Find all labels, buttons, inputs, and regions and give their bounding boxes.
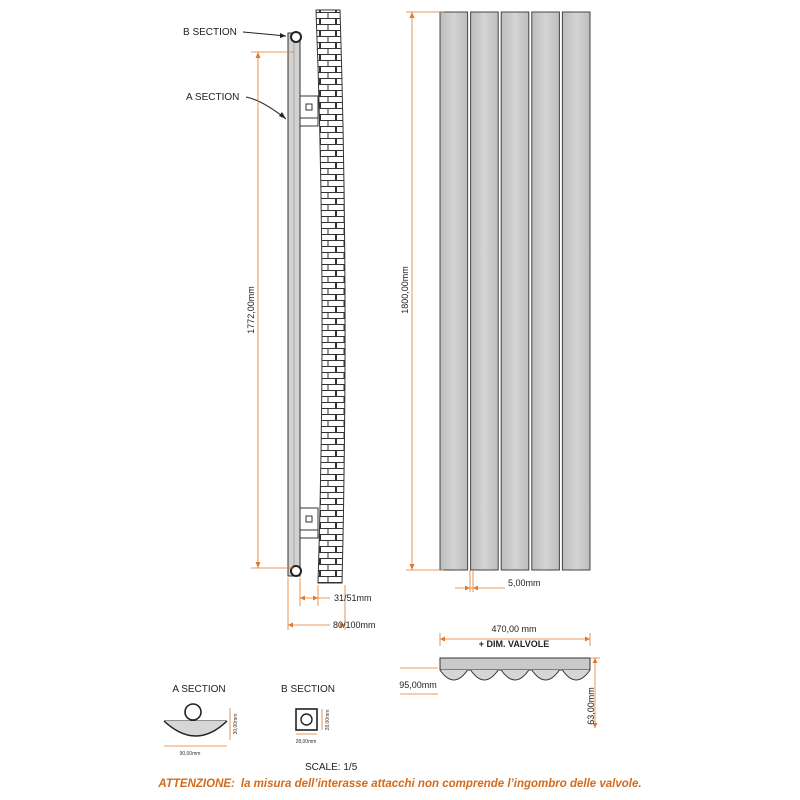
a-section-detail-label: A SECTION (172, 684, 225, 695)
b-section-height-label: 28,00mm (325, 710, 331, 731)
bottom-bracket (299, 507, 319, 539)
offset-large-label: 80/100mm (333, 620, 376, 630)
width-note-label: + DIM. VALVOLE (479, 639, 549, 649)
bottom-connector (290, 565, 302, 577)
plan-column-profile-2 (470, 669, 499, 681)
width-label: 470,00 mm (491, 624, 536, 634)
total-height-label: 1800,00mm (400, 266, 410, 314)
side-view: B SECTION A SECTION 1772,00mm 31/51mm 80… (183, 9, 376, 630)
radiator-column-2 (470, 11, 499, 571)
top-bracket (299, 95, 319, 127)
radiator-column-4 (531, 11, 560, 571)
depth-dimensions: 31/51mm 80/100mm (287, 578, 376, 630)
total-height-dimension: 1800,00mm (400, 11, 444, 571)
a-section-height-label: 30,00mm (233, 714, 239, 735)
interaxis-dimension: 1772,00mm (246, 51, 294, 569)
plan-column-profile-1 (439, 669, 469, 681)
scale-label: SCALE: 1/5 (305, 762, 358, 773)
radiator-column-5 (561, 11, 591, 571)
plan-column-profile-3 (500, 669, 530, 681)
plan-profile (439, 657, 591, 681)
plan-height-label: 63,00mm (586, 687, 596, 725)
warning-prefix: ATTENZIONE: (157, 778, 235, 790)
a-section-callout-label: A SECTION (186, 92, 239, 103)
b-section-detail-label: B SECTION (281, 684, 335, 695)
plan-column-profile-4 (531, 669, 560, 681)
warning-text: la misura dell’interasse attacchi non co… (241, 778, 642, 790)
front-view: 1800,00mm 5,00mm (400, 11, 591, 592)
top-connector (290, 31, 302, 43)
gap-label: 5,00mm (508, 578, 541, 588)
radiator-column-3 (500, 11, 530, 571)
warning-note: ATTENZIONE: la misura dell’interasse atta… (157, 778, 641, 790)
interaxis-height-label: 1772,00mm (246, 286, 256, 334)
offset-small-label: 31/51mm (334, 593, 372, 603)
gap-dimension: 5,00mm (455, 570, 541, 592)
brick-wall (315, 9, 346, 584)
b-section-width-label: 28,00mm (296, 739, 317, 745)
radiator-column-1 (439, 11, 469, 571)
radiator-panels (439, 11, 591, 571)
a-section-detail: A SECTION 30,00mm 90,00mm (163, 684, 239, 757)
b-section-callout-label: B SECTION (183, 27, 237, 38)
a-section-width-label: 90,00mm (180, 751, 201, 757)
b-section-detail: B SECTION 28,00mm 28,00mm (281, 684, 335, 745)
plan-depth-label: 95,00mm (399, 680, 437, 690)
plan-view: 470,00 mm + DIM. VALVOLE 95,00mm 63,00mm (399, 624, 600, 728)
plan-column-profile-5 (561, 669, 591, 681)
